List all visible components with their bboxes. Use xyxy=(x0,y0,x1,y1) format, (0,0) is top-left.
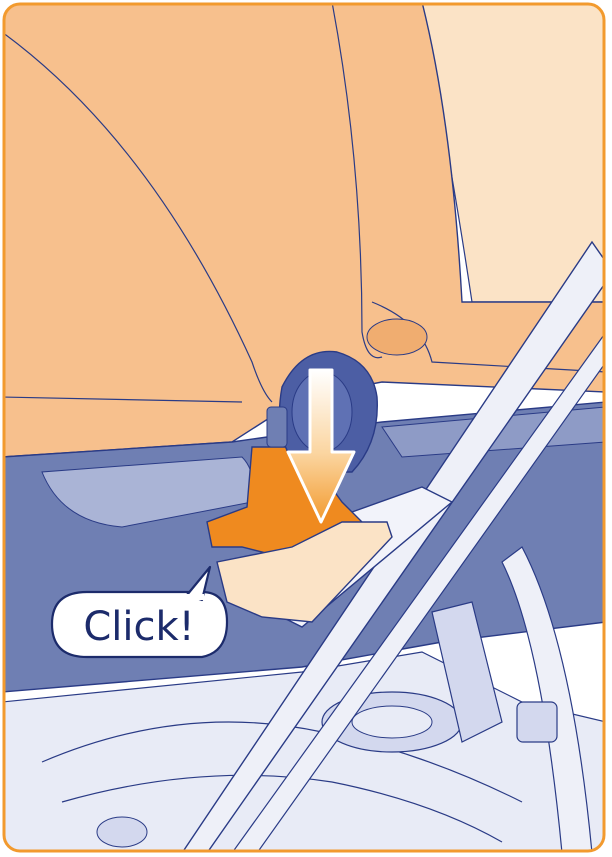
click-callout-text: Click! xyxy=(83,604,194,650)
